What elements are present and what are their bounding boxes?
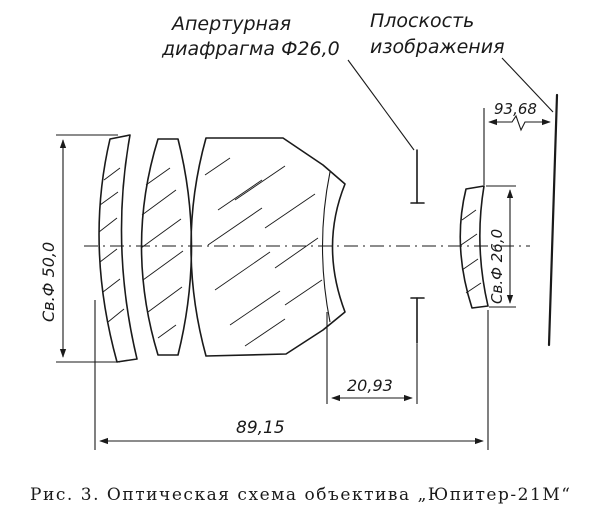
back-focus-dimension <box>483 108 551 185</box>
figure-caption: Рис. 3. Оптическая схема объектива „Юпит… <box>30 485 570 505</box>
aperture-to-rear-label: 20,93 <box>347 376 393 395</box>
aperture-label-line2: диафрагма Ф26,0 <box>161 38 340 60</box>
total-length-label: 89,15 <box>236 418 285 438</box>
rear-meniscus-lens <box>459 185 489 309</box>
cemented-lens-group <box>190 137 346 357</box>
total-length-dimension <box>94 300 489 450</box>
aperture-label-line1: Апертурная <box>170 13 291 35</box>
image-plane-label-line2: изображения <box>370 36 505 58</box>
aperture-to-rear-dimension <box>326 312 418 404</box>
front-meniscus-lens <box>98 134 138 363</box>
image-plane-leader-line <box>501 57 554 113</box>
rear-diameter-label: Св.Ф 26,0 <box>488 229 506 304</box>
image-plane-label-line1: Плоскость <box>370 10 474 32</box>
front-diameter-label: Св.Ф 50,0 <box>39 242 58 322</box>
aperture-stop <box>410 149 425 344</box>
aperture-leader-line <box>347 59 415 151</box>
image-plane-line <box>547 93 559 347</box>
second-biconvex-lens <box>140 138 193 356</box>
rear-diameter-dimension <box>486 185 516 308</box>
back-focus-label: 93,68 <box>494 100 537 118</box>
front-diameter-dimension <box>56 134 120 363</box>
